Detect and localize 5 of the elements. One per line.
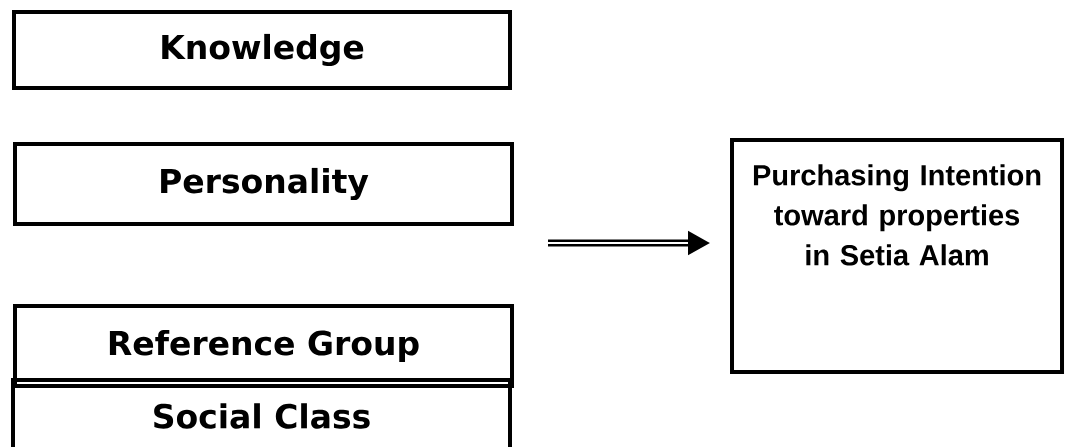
text-box: Knowledge xyxy=(12,10,512,90)
text-box: Social Class xyxy=(11,378,512,447)
text-box: Purchasing Intention toward properties in Setia Alam xyxy=(730,138,1064,374)
text-box: Reference Group xyxy=(13,304,514,388)
text-box: Personality xyxy=(13,142,514,226)
